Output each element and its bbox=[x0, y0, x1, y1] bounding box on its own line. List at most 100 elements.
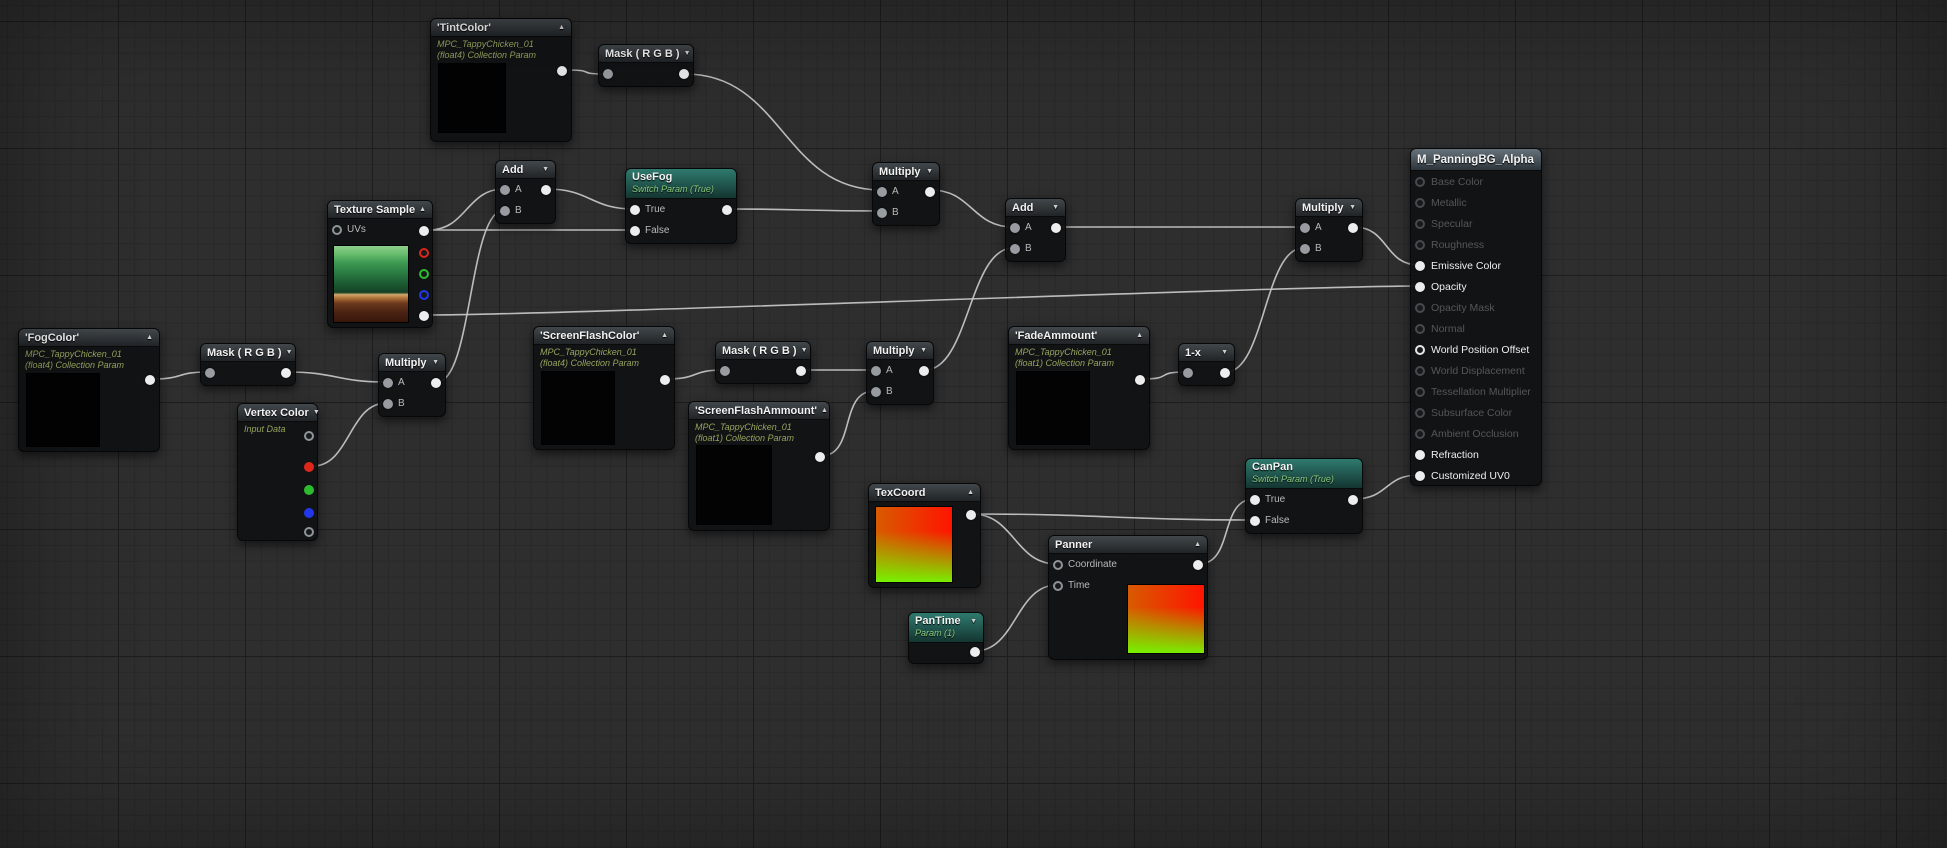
output-pin[interactable] bbox=[281, 367, 291, 378]
chevron-down-icon[interactable]: ▼ bbox=[920, 347, 927, 354]
node-usefog-switch[interactable]: UseFog Switch Param (True) True False bbox=[625, 168, 737, 244]
input-pin-b[interactable] bbox=[871, 386, 881, 397]
input-pin-true[interactable] bbox=[1250, 494, 1260, 505]
output-pin-g[interactable] bbox=[419, 269, 429, 279]
output-pin[interactable] bbox=[145, 375, 155, 385]
input-pin-a[interactable] bbox=[1300, 222, 1310, 233]
output-pin-b[interactable] bbox=[419, 290, 429, 300]
node-multiply-2[interactable]: Multiply ▼ A B bbox=[1295, 198, 1363, 262]
node-header[interactable]: UseFog Switch Param (True) bbox=[626, 169, 736, 199]
input-pin[interactable] bbox=[720, 365, 730, 376]
node-multiply-1[interactable]: Multiply ▼ A B bbox=[872, 162, 940, 226]
output-pin[interactable] bbox=[970, 647, 980, 657]
node-header[interactable]: Multiply ▼ bbox=[867, 342, 933, 360]
input-pin-b[interactable] bbox=[877, 207, 887, 218]
output-pin[interactable] bbox=[1348, 494, 1358, 505]
output-pin[interactable] bbox=[919, 365, 929, 376]
output-pin[interactable] bbox=[431, 377, 441, 388]
node-header[interactable]: Mask ( R G B ) ▼ bbox=[716, 342, 810, 360]
node-header[interactable]: Vertex Color ▼ bbox=[238, 404, 320, 422]
input-pin[interactable] bbox=[1415, 471, 1425, 482]
node-header[interactable]: PanTime▼ Param (1) bbox=[909, 613, 983, 643]
node-header[interactable]: M_PanningBG_Alpha bbox=[1411, 149, 1541, 171]
input-pin[interactable] bbox=[1415, 345, 1425, 356]
chevron-down-icon[interactable]: ▼ bbox=[800, 347, 808, 354]
input-pin[interactable] bbox=[1415, 281, 1425, 292]
node-header[interactable]: Multiply ▼ bbox=[1296, 199, 1362, 217]
output-pin[interactable] bbox=[966, 510, 976, 520]
node-header[interactable]: 'ScreenFlashColor' ▲ bbox=[534, 327, 674, 345]
chevron-down-icon[interactable]: ▼ bbox=[312, 409, 320, 416]
node-header[interactable]: Panner ▲ bbox=[1049, 536, 1207, 554]
output-pin-b[interactable] bbox=[304, 508, 314, 518]
input-pin-a[interactable] bbox=[1010, 222, 1020, 233]
node-header[interactable]: 'TintColor' ▲ bbox=[431, 19, 571, 37]
node-header[interactable]: Add ▼ bbox=[1006, 199, 1065, 217]
node-multiply-4[interactable]: Multiply ▼ A B bbox=[866, 341, 934, 405]
chevron-down-icon[interactable]: ▼ bbox=[285, 349, 293, 356]
node-canpan-switch[interactable]: CanPan Switch Param (True) True False bbox=[1245, 458, 1363, 534]
node-texcoord[interactable]: TexCoord ▲ bbox=[868, 483, 981, 588]
material-input-emissive-color[interactable]: Emissive Color bbox=[1411, 255, 1541, 276]
node-texture-sample[interactable]: Texture Sample ▲ UVs bbox=[327, 200, 433, 328]
output-pin-a[interactable] bbox=[304, 527, 314, 537]
input-pin-false[interactable] bbox=[630, 225, 640, 236]
output-pin[interactable] bbox=[1051, 222, 1061, 233]
input-pin[interactable] bbox=[205, 367, 215, 378]
node-header[interactable]: Multiply ▼ bbox=[873, 163, 939, 181]
input-pin[interactable] bbox=[603, 68, 613, 79]
node-header[interactable]: Mask ( R G B ) ▼ bbox=[599, 45, 693, 63]
collapse-icon[interactable]: ▲ bbox=[558, 24, 565, 31]
output-pin-a[interactable] bbox=[419, 311, 429, 321]
node-add-2[interactable]: Add ▼ A B bbox=[1005, 198, 1066, 262]
output-pin[interactable] bbox=[722, 204, 732, 215]
input-pin[interactable] bbox=[1183, 367, 1193, 378]
output-pin[interactable] bbox=[679, 68, 689, 79]
node-panner[interactable]: Panner ▲ Coordinate Time bbox=[1048, 535, 1208, 660]
node-header[interactable]: Add ▼ bbox=[496, 161, 555, 179]
input-pin-b[interactable] bbox=[500, 205, 510, 216]
output-pin-r[interactable] bbox=[419, 248, 429, 258]
chevron-down-icon[interactable]: ▼ bbox=[432, 359, 439, 366]
chevron-down-icon[interactable]: ▼ bbox=[683, 50, 691, 57]
node-header[interactable]: CanPan Switch Param (True) bbox=[1246, 459, 1362, 489]
node-header[interactable]: TexCoord ▲ bbox=[869, 484, 980, 502]
node-pantime-param[interactable]: PanTime▼ Param (1) bbox=[908, 612, 984, 664]
chevron-down-icon[interactable]: ▼ bbox=[1349, 204, 1356, 211]
input-pin-a[interactable] bbox=[383, 377, 393, 388]
node-add-1[interactable]: Add ▼ A B bbox=[495, 160, 556, 224]
output-pin-r[interactable] bbox=[304, 462, 314, 472]
chevron-down-icon[interactable]: ▼ bbox=[1052, 204, 1059, 211]
node-mask-rgb-3[interactable]: Mask ( R G B ) ▼ bbox=[715, 341, 811, 384]
input-pin[interactable] bbox=[1415, 260, 1425, 271]
collapse-icon[interactable]: ▲ bbox=[967, 489, 974, 496]
node-header[interactable]: 'FogColor' ▲ bbox=[19, 329, 159, 347]
collapse-icon[interactable]: ▲ bbox=[1194, 541, 1201, 548]
output-pin[interactable] bbox=[1348, 222, 1358, 233]
output-pin[interactable] bbox=[1193, 560, 1203, 570]
input-pin-b[interactable] bbox=[383, 398, 393, 409]
node-header[interactable]: 1-x ▼ bbox=[1179, 344, 1234, 362]
output-pin[interactable] bbox=[796, 365, 806, 376]
node-vertex-color[interactable]: Vertex Color ▼ Input Data bbox=[237, 403, 320, 541]
node-multiply-3[interactable]: Multiply ▼ A B bbox=[378, 353, 446, 417]
input-pin-a[interactable] bbox=[877, 186, 887, 197]
output-pin[interactable] bbox=[660, 375, 670, 385]
node-one-minus[interactable]: 1-x ▼ bbox=[1178, 343, 1235, 386]
input-pin-b[interactable] bbox=[1300, 243, 1310, 254]
collapse-icon[interactable]: ▲ bbox=[146, 334, 153, 341]
output-pin-rgb[interactable] bbox=[419, 226, 429, 236]
collapse-icon[interactable]: ▲ bbox=[820, 407, 828, 414]
output-pin-rgb[interactable] bbox=[304, 431, 314, 441]
node-screenflashcolor-param[interactable]: 'ScreenFlashColor' ▲ MPC_TappyChicken_01… bbox=[533, 326, 675, 450]
chevron-down-icon[interactable]: ▼ bbox=[970, 618, 977, 625]
chevron-down-icon[interactable]: ▼ bbox=[542, 166, 549, 173]
input-pin-b[interactable] bbox=[1010, 243, 1020, 254]
node-fadeammount-param[interactable]: 'FadeAmmount' ▲ MPC_TappyChicken_01(floa… bbox=[1008, 326, 1150, 450]
collapse-icon[interactable]: ▲ bbox=[1136, 332, 1143, 339]
material-input-refraction[interactable]: Refraction bbox=[1411, 445, 1541, 466]
material-input-opacity[interactable]: Opacity bbox=[1411, 276, 1541, 297]
node-screenflashammount-param[interactable]: 'ScreenFlashAmmount' ▲ MPC_TappyChicken_… bbox=[688, 401, 830, 531]
